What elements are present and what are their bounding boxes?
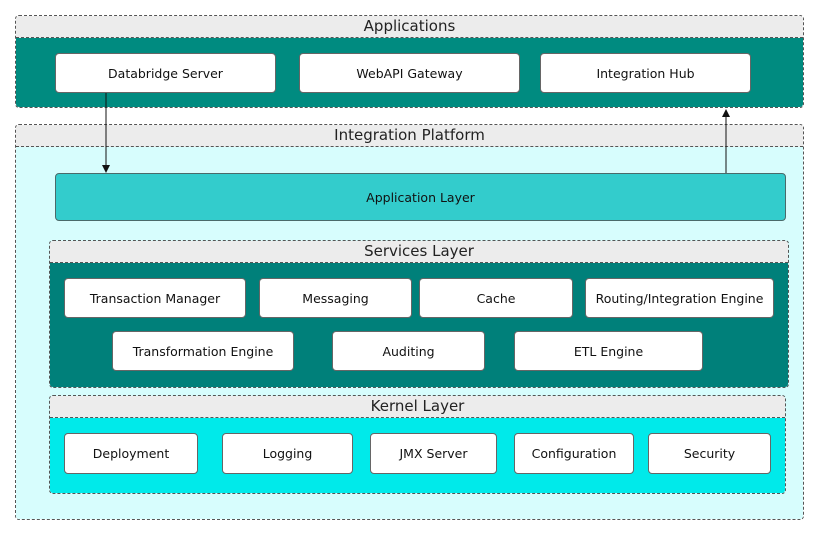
security-box[interactable]: Security bbox=[648, 433, 771, 474]
configuration-box[interactable]: Configuration bbox=[514, 433, 634, 474]
cache-box[interactable]: Cache bbox=[419, 278, 573, 318]
applications-body: Databridge Server WebAPI Gateway Integra… bbox=[16, 38, 803, 107]
kernel-layer-body: Deployment Logging JMX Server Configurat… bbox=[50, 418, 785, 493]
databridge-server-box[interactable]: Databridge Server bbox=[55, 53, 276, 93]
applications-group: Applications Databridge Server WebAPI Ga… bbox=[15, 15, 804, 108]
auditing-box[interactable]: Auditing bbox=[332, 331, 485, 371]
services-layer-group: Services Layer Transaction Manager Messa… bbox=[49, 240, 789, 388]
kernel-layer-group: Kernel Layer Deployment Logging JMX Serv… bbox=[49, 395, 786, 494]
integration-platform-title: Integration Platform bbox=[16, 125, 803, 147]
deployment-box[interactable]: Deployment bbox=[64, 433, 198, 474]
application-layer-box[interactable]: Application Layer bbox=[55, 173, 786, 221]
integration-hub-box[interactable]: Integration Hub bbox=[540, 53, 751, 93]
services-layer-body: Transaction Manager Messaging Cache Rout… bbox=[50, 263, 788, 387]
services-layer-title: Services Layer bbox=[50, 241, 788, 263]
kernel-layer-title: Kernel Layer bbox=[50, 396, 785, 418]
jmx-server-box[interactable]: JMX Server bbox=[370, 433, 497, 474]
transaction-manager-box[interactable]: Transaction Manager bbox=[64, 278, 246, 318]
logging-box[interactable]: Logging bbox=[222, 433, 353, 474]
transformation-engine-box[interactable]: Transformation Engine bbox=[112, 331, 294, 371]
routing-integration-engine-box[interactable]: Routing/Integration Engine bbox=[585, 278, 774, 318]
webapi-gateway-box[interactable]: WebAPI Gateway bbox=[299, 53, 520, 93]
applications-title: Applications bbox=[16, 16, 803, 38]
messaging-box[interactable]: Messaging bbox=[259, 278, 412, 318]
etl-engine-box[interactable]: ETL Engine bbox=[514, 331, 703, 371]
